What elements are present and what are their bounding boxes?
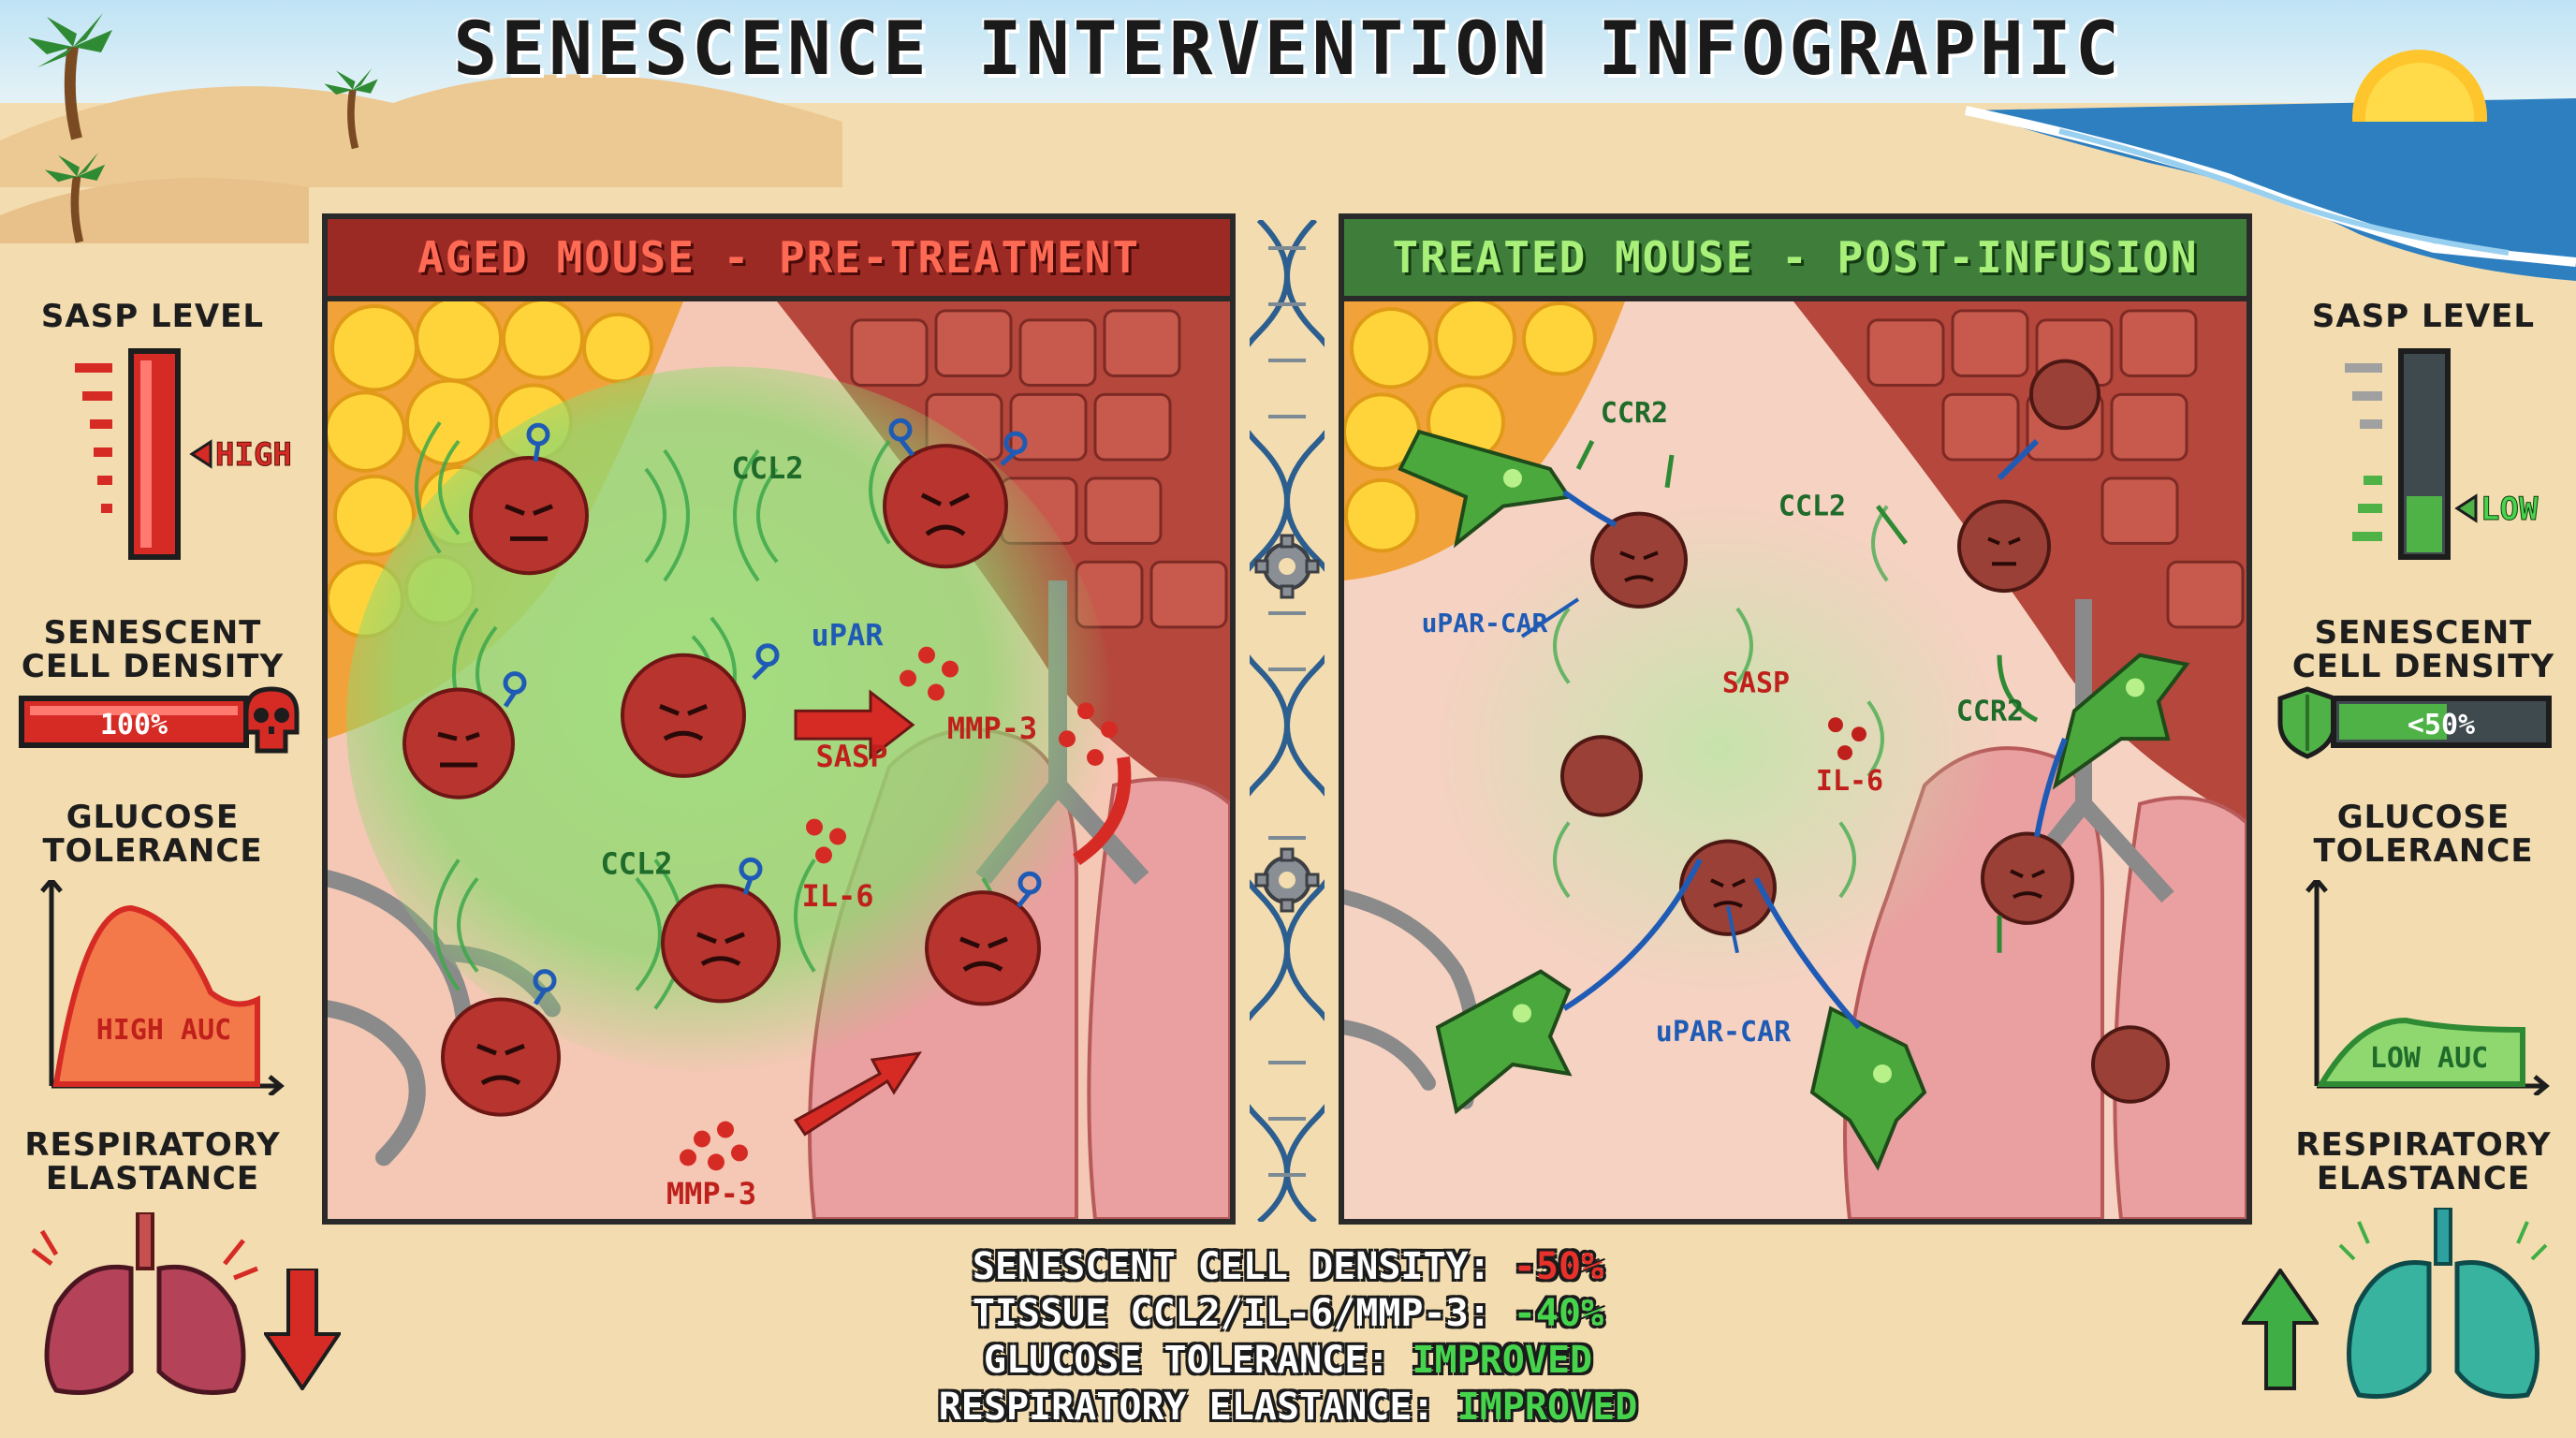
sasp-level-label: SASP LEVEL [2311, 298, 2536, 335]
lung-icon [2338, 1208, 2548, 1400]
summary-line-cytokines: TISSUE CCL2/IL-6/MMP-3: -40% [0, 1292, 2576, 1335]
density-label: SENESCENT CELL DENSITY [21, 614, 285, 685]
glucose-curve-low: LOW AUC [2305, 880, 2550, 1095]
label-mmp3: MMP-3 [947, 711, 1037, 746]
panel-banner-treated: TREATED MOUSE - POST-INFUSION [1344, 219, 2247, 301]
sasp-level-label: SASP LEVEL [40, 298, 265, 335]
summary-label: GLUCOSE TOLERANCE: [983, 1339, 1390, 1382]
senescent-cell [402, 444, 1041, 1117]
label-mmp3: MMP-3 [666, 1176, 756, 1211]
summary-label: TISSUE CCL2/IL-6/MMP-3: [972, 1292, 1491, 1335]
density-bar-right: <50% [2331, 696, 2552, 748]
glucose-value-high-auc: HIGH AUC [96, 1014, 232, 1047]
aged-tissue-scene: CCL2 uPAR SASP MMP-3 CCL2 IL-6 MMP-3 [328, 301, 1230, 1219]
respiratory-label: RESPIRATORY ELASTANCE [24, 1126, 281, 1197]
label-sasp: SASP [1722, 668, 1790, 700]
summary-line-density: SENESCENT CELL DENSITY: -50% [0, 1245, 2576, 1288]
label-ccr2: CCR2 [1956, 695, 2024, 727]
glucose-value-low-auc: LOW AUC [2370, 1042, 2488, 1075]
dna-helix-icon [1250, 220, 1325, 1222]
summary-value: IMPROVED [1456, 1386, 1638, 1429]
summary-line-glucose: GLUCOSE TOLERANCE: IMPROVED [0, 1339, 2576, 1382]
sasp-meter-low: LOW [2345, 348, 2539, 560]
sasp-meter-high: HIGH [75, 348, 292, 560]
glucose-curve-high: HIGH AUC [40, 880, 285, 1095]
label-ccr2: CCR2 [1601, 397, 1668, 430]
gear-icon [1254, 534, 1320, 599]
label-ccl2: CCL2 [1778, 491, 1846, 523]
page-title: SENESCENCE INTERVENTION INFOGRAPHIC [453, 7, 2123, 92]
density-value-under-50: <50% [2408, 709, 2475, 741]
label-il6: IL-6 [801, 878, 873, 914]
summary-label: RESPIRATORY ELASTANCE: [938, 1386, 1435, 1429]
summary-label: SENESCENT CELL DENSITY: [972, 1245, 1491, 1288]
treated-tissue-scene: CCR2 CCL2 uPAR-CAR SASP CCR2 IL-6 uPAR-C… [1344, 301, 2247, 1219]
density-value-100: 100% [100, 709, 168, 741]
sasp-value-low: LOW [2481, 491, 2539, 528]
density-label: SENESCENT CELL DENSITY [2291, 614, 2555, 685]
summary-value: -40% [1513, 1292, 1604, 1335]
palm-tree-icon [324, 68, 378, 150]
lung-icon [31, 1212, 258, 1395]
label-upar-car: uPAR-CAR [1422, 608, 1548, 638]
sun-icon [2352, 50, 2487, 122]
palm-tree-icon [28, 13, 112, 140]
panel-banner-aged: AGED MOUSE - PRE-TREATMENT [328, 219, 1230, 301]
label-ccl2: CCL2 [731, 450, 803, 486]
panel-treated-mouse: TREATED MOUSE - POST-INFUSION [1339, 213, 2252, 1225]
sasp-value-high: HIGH [215, 436, 292, 474]
palm-tree-icon [44, 152, 106, 243]
skull-icon [243, 686, 300, 754]
label-ccl2: CCL2 [600, 845, 672, 881]
density-bar-left: 100% [19, 696, 249, 748]
glucose-label: GLUCOSE TOLERANCE [42, 799, 263, 870]
glucose-label: GLUCOSE TOLERANCE [2313, 799, 2534, 870]
label-upar-car: uPAR-CAR [1656, 1016, 1791, 1049]
arrow-up-icon [2242, 1269, 2319, 1390]
gear-icon [1254, 847, 1320, 913]
summary-value: -50% [1513, 1245, 1604, 1288]
label-il6: IL-6 [1816, 765, 1883, 798]
label-sasp: SASP [815, 739, 887, 774]
label-upar: uPAR [811, 618, 884, 653]
summary-value: IMPROVED [1412, 1339, 1593, 1382]
respiratory-label: RESPIRATORY ELASTANCE [2295, 1126, 2552, 1197]
summary-line-respiratory: RESPIRATORY ELASTANCE: IMPROVED [0, 1386, 2576, 1429]
arrow-down-icon [264, 1269, 341, 1390]
panel-aged-mouse: AGED MOUSE - PRE-TREATMENT [322, 213, 1236, 1225]
